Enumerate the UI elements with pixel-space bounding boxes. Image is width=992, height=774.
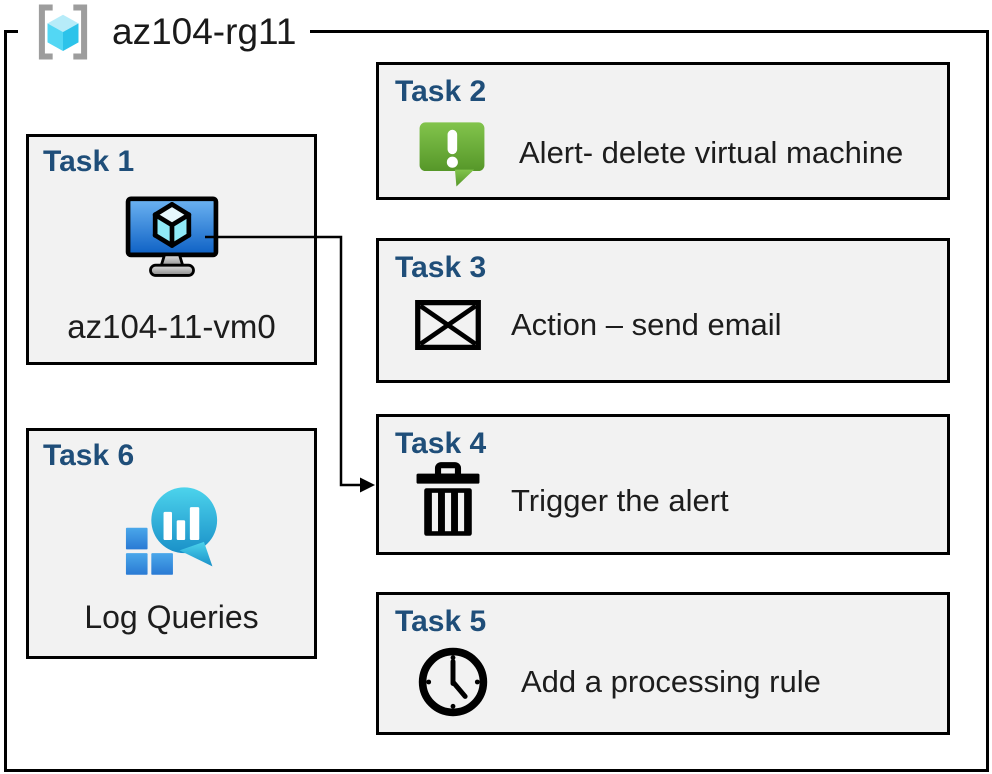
task4-box: Task 4 Trigger the alert [376, 414, 950, 555]
task1-title: Task 1 [43, 145, 135, 178]
resource-group-header: az104-rg11 [18, 0, 311, 64]
task6-box: Task 6 [26, 428, 317, 659]
task3-box: Task 3 Action – send email [376, 238, 950, 383]
virtual-machine-icon [125, 196, 219, 282]
task2-title: Task 2 [395, 75, 487, 108]
task3-title: Task 3 [395, 251, 487, 284]
task1-label: az104-11-vm0 [67, 308, 276, 345]
task3-label: Action – send email [511, 307, 782, 342]
log-analytics-icon [125, 484, 219, 581]
task2-box: Task 2 Alert- delete virtual machine [376, 62, 950, 200]
task5-title: Task 5 [395, 605, 487, 638]
email-icon [415, 300, 481, 350]
task4-label: Trigger the alert [511, 482, 729, 518]
task4-title: Task 4 [395, 427, 487, 460]
task5-label: Add a processing rule [521, 664, 821, 699]
clock-icon [415, 644, 491, 720]
resource-group-label: az104-rg11 [112, 11, 297, 52]
trash-icon [415, 462, 481, 539]
task5-box: Task 5 Add a processing rule [376, 592, 950, 735]
task6-title: Task 6 [43, 439, 135, 472]
alert-icon [415, 118, 489, 188]
task2-label: Alert- delete virtual machine [519, 135, 904, 170]
task1-box: Task 1 [26, 134, 317, 365]
task6-label: Log Queries [84, 599, 259, 635]
resource-group-icon [32, 1, 94, 63]
